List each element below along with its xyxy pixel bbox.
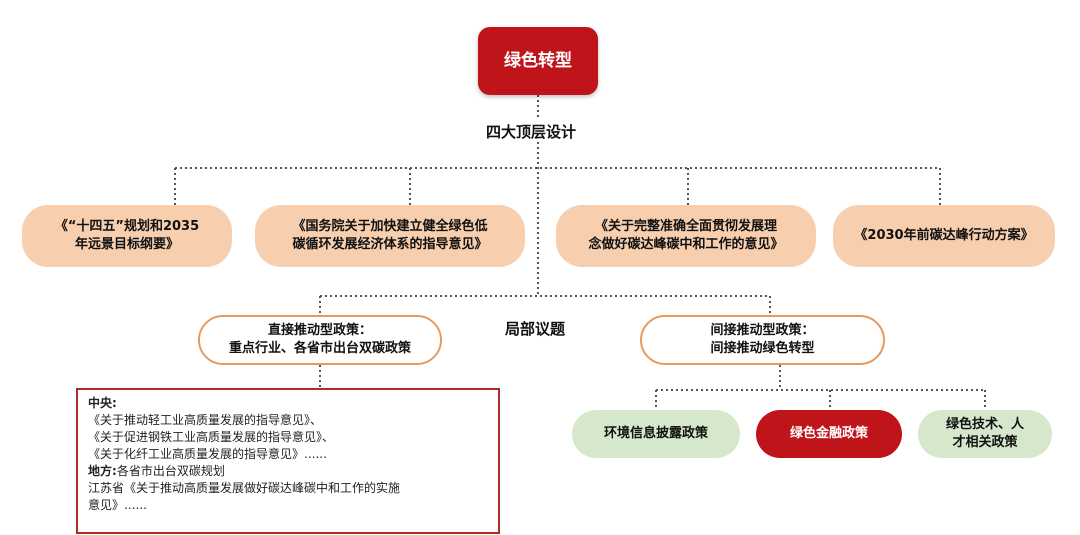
doc-line: 《国务院关于加快建立健全绿色低 bbox=[292, 219, 488, 235]
direct-line2: 重点行业、各省市出台双碳政策 bbox=[228, 341, 411, 356]
doc-node-state-council-opinion: 《国务院关于加快建立健全绿色低 碳循环发展经济体系的指导意见》 bbox=[255, 205, 525, 267]
indirect-line2: 间接推动绿色转型 bbox=[710, 341, 815, 356]
root-label: 绿色转型 bbox=[504, 50, 572, 71]
local-item: 意见》...... bbox=[88, 498, 147, 512]
root-node-green-transition: 绿色转型 bbox=[478, 27, 598, 95]
doc-node-carbon-peak-opinion: 《关于完整准确全面贯彻发展理 念做好碳达峰碳中和工作的意见》 bbox=[556, 205, 816, 267]
local-issues-label: 局部议题 bbox=[505, 320, 566, 338]
central-label: 中央: bbox=[88, 396, 117, 410]
doc-node-14th-five-year-plan: 《“十四五”规划和2035 年远景目标纲要》 bbox=[22, 205, 232, 267]
local-label: 地方: bbox=[88, 464, 117, 478]
doc-node-2030-action-plan: 《2030年前碳达峰行动方案》 bbox=[833, 205, 1055, 267]
env-disclosure-policy-node: 环境信息披露政策 bbox=[572, 410, 740, 458]
doc-line: 碳循环发展经济体系的指导意见》 bbox=[292, 237, 488, 252]
top-level-design-label: 四大顶层设计 bbox=[486, 123, 577, 141]
green-tech-talent-policy-node: 绿色技术、人 才相关政策 bbox=[918, 410, 1052, 458]
policy-detail-box: 中央: 《关于推动轻工业高质量发展的指导意见》、 《关于促进钢铁工业高质量发展的… bbox=[76, 388, 500, 534]
indirect-line1: 间接推动型政策： bbox=[710, 323, 815, 339]
central-item: 《关于化纤工业高质量发展的指导意见》...... bbox=[88, 447, 327, 461]
local-item: 江苏省《关于推动高质量发展做好碳达峰碳中和工作的实施 bbox=[88, 481, 401, 495]
indirect-policy-node: 间接推动型政策： 间接推动绿色转型 bbox=[640, 315, 885, 365]
doc-line: 《“十四五”规划和2035 bbox=[54, 219, 200, 235]
sub-policy-label: 绿色金融政策 bbox=[789, 426, 868, 442]
green-finance-policy-node: 绿色金融政策 bbox=[756, 410, 902, 458]
central-item: 《关于促进钢铁工业高质量发展的指导意见》、 bbox=[88, 430, 335, 444]
sub-policy-label: 环境信息披露政策 bbox=[603, 426, 708, 442]
local-text: 各省市出台双碳规划 bbox=[116, 464, 225, 478]
doc-line: 《2030年前碳达峰行动方案》 bbox=[854, 228, 1034, 244]
central-item: 《关于推动轻工业高质量发展的指导意见》、 bbox=[88, 413, 323, 427]
doc-line: 年远景目标纲要》 bbox=[74, 237, 179, 252]
doc-line: 念做好碳达峰碳中和工作的意见》 bbox=[588, 237, 784, 252]
sub-policy-line: 绿色技术、人 bbox=[945, 417, 1024, 433]
sub-policy-line: 才相关政策 bbox=[952, 435, 1018, 450]
doc-line: 《关于完整准确全面贯彻发展理 bbox=[594, 219, 777, 235]
direct-policy-node: 直接推动型政策： 重点行业、各省市出台双碳政策 bbox=[198, 315, 442, 365]
direct-line1: 直接推动型政策： bbox=[267, 323, 372, 339]
